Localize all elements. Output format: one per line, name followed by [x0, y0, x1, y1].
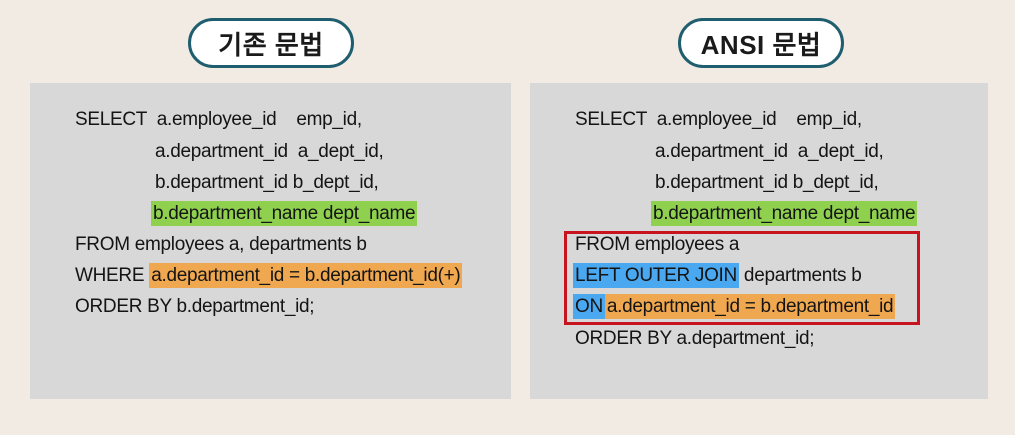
highlight-select-column: b.department_name dept_name: [151, 201, 418, 226]
code-line: FROM employees a: [575, 234, 740, 255]
code-line: a.department_id a_dept_id,: [655, 141, 884, 162]
ansi-sql-code: SELECT a.employee_id emp_id, a.departmen…: [530, 83, 918, 349]
code-line: b.department_name dept_name: [651, 199, 918, 229]
legacy-syntax-panel: SELECT a.employee_id emp_id, a.departmen…: [30, 83, 511, 399]
code-line: SELECT a.employee_id emp_id,: [575, 109, 862, 130]
highlight-join-condition: a.department_id = b.department_id: [604, 294, 896, 319]
code-line: ORDER BY a.department_id;: [575, 328, 815, 349]
code-line: b.department_id b_dept_id,: [655, 172, 879, 193]
code-line: ORDER BY b.department_id;: [75, 296, 315, 317]
code-line: b.department_id b_dept_id,: [155, 172, 379, 193]
highlight-on-keyword: ON: [573, 294, 605, 319]
code-line: SELECT a.employee_id emp_id,: [75, 109, 362, 130]
code-line: FROM employees a, departments b: [75, 234, 367, 255]
highlight-select-column: b.department_name dept_name: [651, 201, 918, 226]
legacy-syntax-title: 기존 문법: [188, 18, 354, 68]
highlight-join-condition: a.department_id = b.department_id(+): [149, 263, 463, 288]
ansi-syntax-title: ANSI 문법: [678, 18, 844, 68]
legacy-sql-code: SELECT a.employee_id emp_id, a.departmen…: [30, 83, 463, 317]
code-line: LEFT OUTER JOIN departments b: [573, 263, 862, 288]
ansi-syntax-panel: SELECT a.employee_id emp_id, a.departmen…: [530, 83, 988, 399]
code-line: WHERE a.department_id = b.department_id(…: [75, 263, 463, 288]
ansi-join-clause-box: [564, 231, 920, 325]
code-line: a.department_id a_dept_id,: [155, 141, 384, 162]
code-line: b.department_name dept_name: [151, 199, 418, 229]
highlight-join-keyword: LEFT OUTER JOIN: [573, 263, 739, 288]
